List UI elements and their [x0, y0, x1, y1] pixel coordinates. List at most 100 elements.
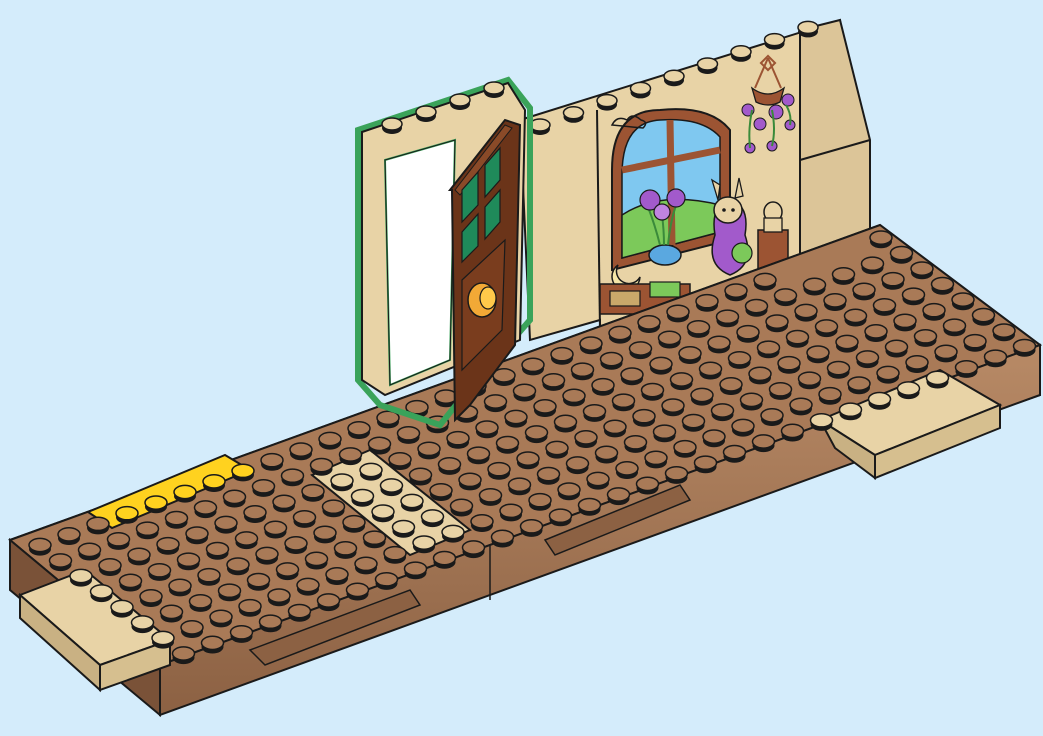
stud — [790, 398, 812, 415]
stud — [393, 521, 415, 538]
stud — [248, 574, 270, 591]
stud — [405, 562, 427, 579]
stud — [413, 536, 435, 553]
stud — [923, 304, 945, 321]
stud — [231, 626, 253, 643]
stud — [637, 477, 659, 494]
stud — [886, 340, 908, 357]
stud — [828, 362, 850, 379]
stud — [811, 414, 833, 431]
stud — [294, 511, 316, 528]
stud — [787, 331, 809, 348]
stud — [526, 426, 548, 443]
stud — [410, 468, 432, 485]
stud — [335, 542, 357, 559]
stud — [741, 393, 763, 410]
stud — [731, 46, 751, 62]
stud — [645, 451, 667, 468]
stud — [729, 352, 751, 369]
stud — [468, 447, 490, 464]
stud — [116, 507, 138, 524]
stud — [290, 443, 312, 460]
stud — [765, 34, 785, 50]
stud — [318, 594, 340, 611]
stud — [563, 389, 585, 406]
stud — [430, 484, 452, 501]
stud — [347, 583, 369, 600]
stud — [198, 569, 220, 586]
stud — [587, 472, 609, 489]
stud — [79, 543, 101, 560]
stud — [550, 509, 572, 526]
stud — [265, 521, 287, 538]
stud — [178, 553, 200, 570]
stud — [331, 474, 353, 491]
stud — [725, 284, 747, 301]
stud — [215, 516, 237, 533]
stud — [631, 82, 651, 98]
stud — [932, 278, 954, 295]
stud — [944, 319, 966, 336]
stud — [120, 574, 142, 591]
stud — [372, 505, 394, 522]
stud — [239, 600, 261, 617]
stud — [638, 316, 660, 333]
stud — [521, 520, 543, 537]
stud — [754, 273, 776, 290]
stud — [377, 411, 399, 428]
stud — [613, 394, 635, 411]
stud — [219, 584, 241, 601]
stud — [666, 467, 688, 484]
stud — [471, 515, 493, 532]
stud — [609, 326, 631, 343]
stud — [807, 346, 829, 363]
stud — [833, 268, 855, 285]
stud — [695, 456, 717, 473]
stud — [389, 453, 411, 470]
stud — [985, 350, 1007, 367]
stud — [604, 420, 626, 437]
stud — [891, 247, 913, 264]
stud — [683, 415, 705, 432]
stud — [898, 382, 920, 399]
stud — [173, 647, 195, 664]
stud — [869, 393, 891, 410]
stud — [186, 527, 208, 544]
stud — [203, 475, 225, 492]
stud — [625, 436, 647, 453]
stud — [137, 522, 159, 539]
stud — [323, 500, 345, 517]
stud — [463, 541, 485, 558]
stud — [601, 353, 623, 370]
stud — [282, 469, 304, 486]
stud — [630, 342, 652, 359]
stud — [434, 552, 456, 569]
stud — [575, 431, 597, 448]
stud — [514, 384, 536, 401]
stud — [326, 568, 348, 585]
stud — [862, 257, 884, 274]
stud — [459, 473, 481, 490]
stud — [567, 457, 589, 474]
stud — [476, 421, 498, 438]
stud — [442, 525, 464, 542]
stud — [451, 499, 473, 516]
stud — [447, 432, 469, 449]
stud — [140, 590, 162, 607]
stud — [149, 564, 171, 581]
stud — [804, 278, 826, 295]
stud — [616, 462, 638, 479]
stud — [364, 531, 386, 548]
stud — [311, 459, 333, 476]
stud — [698, 58, 718, 74]
stud — [720, 378, 742, 395]
stud — [597, 95, 617, 111]
stud — [903, 288, 925, 305]
stud — [1014, 340, 1036, 357]
stud — [58, 528, 80, 545]
stud — [708, 336, 730, 353]
stud — [244, 506, 266, 523]
stud — [381, 479, 403, 496]
stud — [799, 372, 821, 389]
stud — [195, 501, 217, 518]
